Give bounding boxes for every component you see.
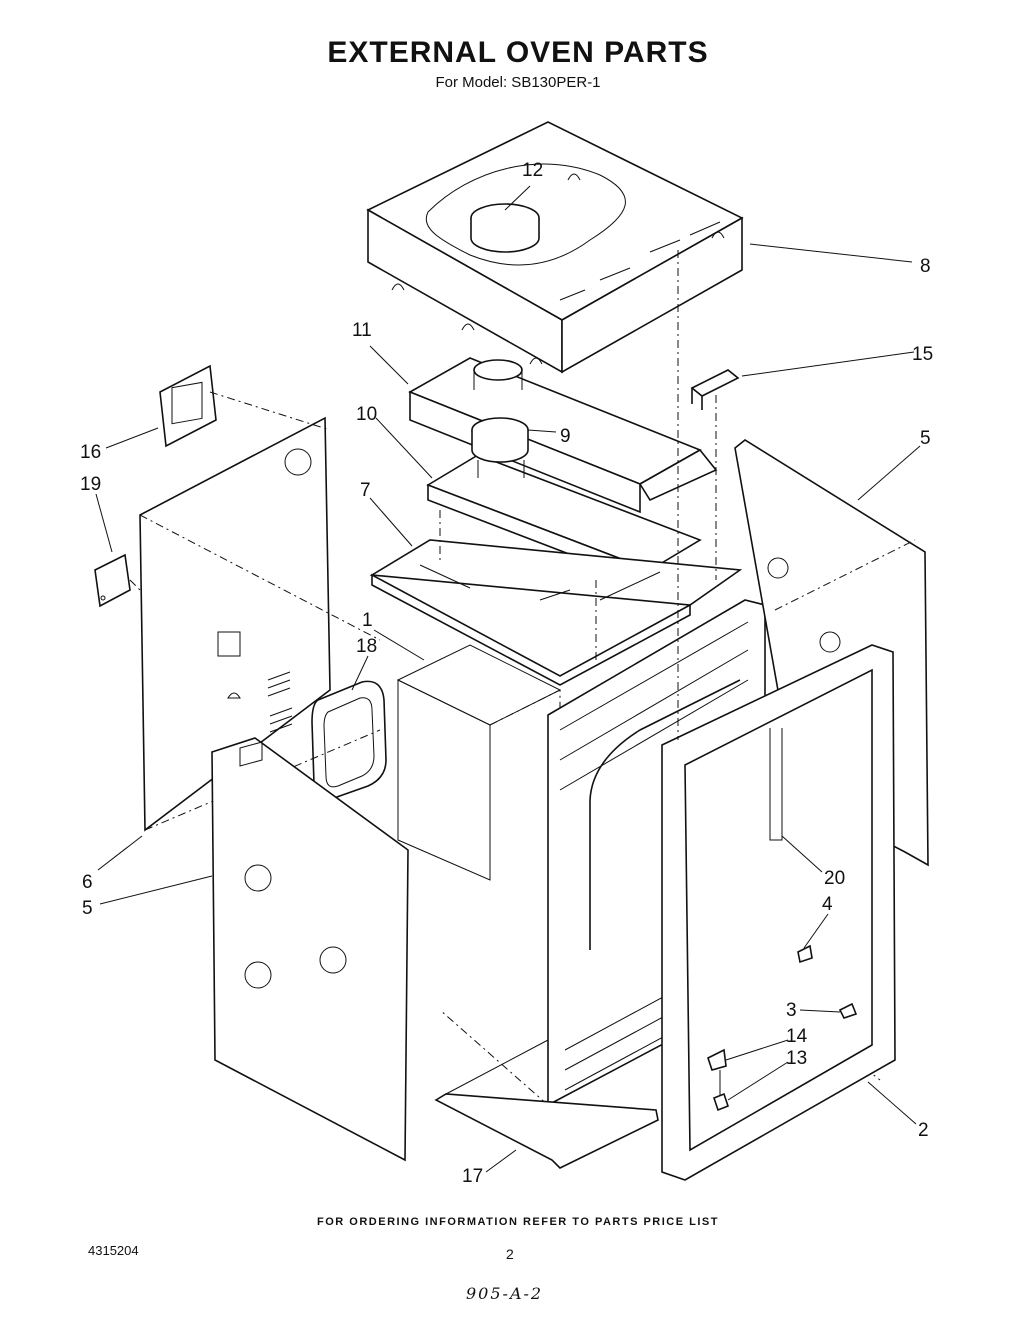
alignment-lines xyxy=(129,250,717,740)
part-8-top-box xyxy=(366,121,744,374)
page-number: 2 xyxy=(506,1246,514,1262)
ordering-info-note: FOR ORDERING INFORMATION REFER TO PARTS … xyxy=(317,1216,719,1228)
callout-4: 4 xyxy=(822,894,833,915)
part-18-gasket xyxy=(311,680,387,801)
callout-12: 12 xyxy=(522,160,543,181)
part-2-door-frame xyxy=(661,644,896,1181)
callout-2: 2 xyxy=(918,1120,929,1141)
handwritten-note: 905-A-2 xyxy=(466,1284,544,1303)
callout-6: 6 xyxy=(82,872,93,893)
callout-8: 8 xyxy=(920,256,931,277)
callout-18: 18 xyxy=(356,636,377,657)
callout-16: 16 xyxy=(80,442,101,463)
callout-17: 17 xyxy=(462,1166,483,1187)
callout-19: 19 xyxy=(80,474,101,495)
part-7-top-plate xyxy=(369,539,743,686)
part-16-panel xyxy=(159,364,217,448)
document-number: 4315204 xyxy=(88,1243,139,1258)
part-1-insulation xyxy=(396,644,562,881)
part-19-plate xyxy=(94,553,131,608)
part-5-left-front-panel xyxy=(211,737,409,1162)
callout-5-left: 5 xyxy=(82,898,93,919)
callout-9: 9 xyxy=(560,426,571,447)
callout-14: 14 xyxy=(786,1026,808,1047)
callout-20: 20 xyxy=(824,868,845,889)
part-15-bracket xyxy=(690,369,740,410)
callout-7: 7 xyxy=(360,480,371,501)
leader-lines xyxy=(95,185,921,1173)
callout-3: 3 xyxy=(786,1000,797,1021)
callout-13: 13 xyxy=(786,1048,807,1069)
hardware-parts xyxy=(707,944,858,1112)
callout-11: 11 xyxy=(352,320,372,341)
part-17-bottom-rail xyxy=(434,1039,659,1169)
model-subtitle: For Model: SB130PER-1 xyxy=(435,74,601,91)
callout-10: 10 xyxy=(356,404,377,425)
callout-15: 15 xyxy=(912,344,933,365)
page-title: EXTERNAL OVEN PARTS xyxy=(327,36,709,69)
callout-5-right: 5 xyxy=(920,428,931,449)
callout-numbers: 12 8 11 15 16 10 9 5 19 7 1 18 6 5 20 4 … xyxy=(80,160,933,1187)
callout-1: 1 xyxy=(362,610,373,631)
